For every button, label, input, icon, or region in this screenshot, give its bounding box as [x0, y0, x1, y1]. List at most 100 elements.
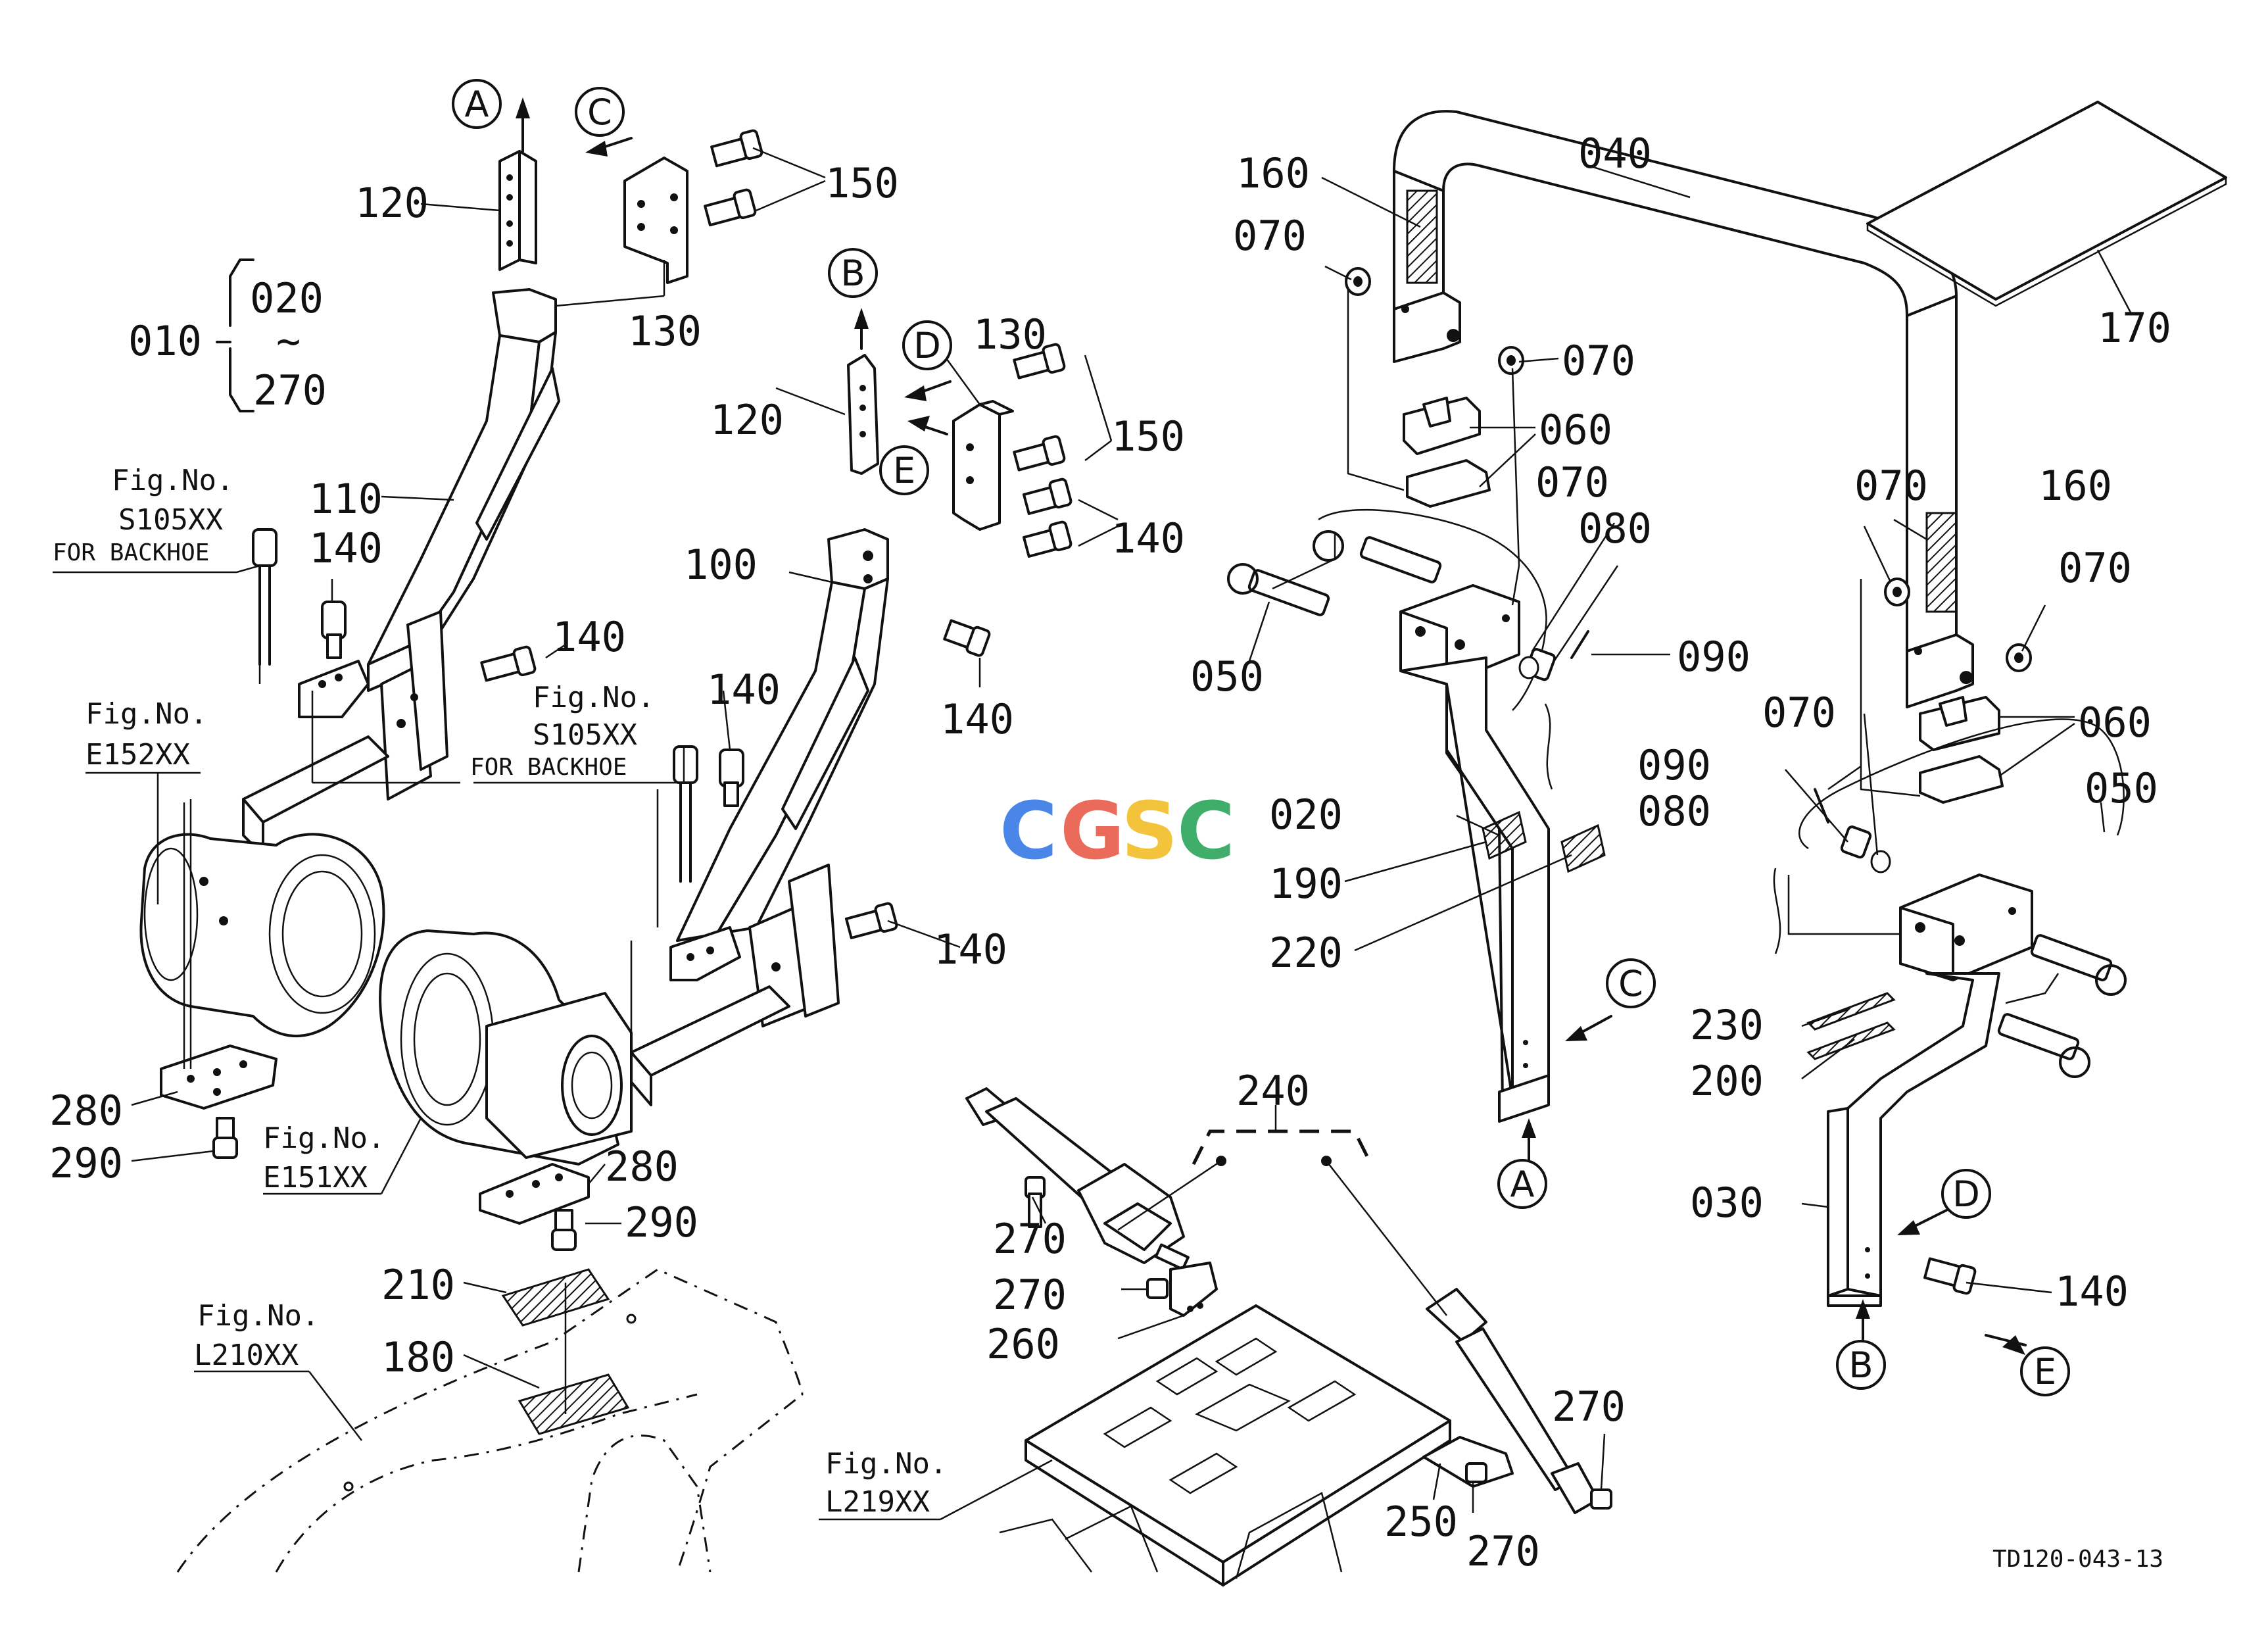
marker-c-top: C [587, 91, 612, 133]
seat-plate-l219 [999, 1304, 1451, 1586]
ref-s105-2-note: FOR BACKHOE [470, 754, 627, 781]
callout-180: 180 [381, 1333, 455, 1381]
callout-040: 040 [1578, 130, 1652, 178]
callout-140-e: 140 [707, 666, 781, 714]
callout-260: 260 [986, 1320, 1060, 1368]
marker-c-bottom: C [1618, 963, 1643, 1004]
ref-s105-1-note: FOR BACKHOE [53, 539, 209, 566]
callout-140-d: 140 [940, 695, 1014, 743]
callout-280-left: 280 [49, 1087, 123, 1135]
callout-050-b: 050 [2085, 764, 2158, 812]
callout-150-center: 150 [1111, 412, 1185, 460]
callout-070-e: 070 [2058, 544, 2132, 592]
marker-e-top: E [893, 450, 915, 491]
ref-e152-figno: Fig.No. [85, 697, 207, 731]
ref-s105-1-figno: Fig.No. [112, 464, 233, 497]
callout-050-a: 050 [1190, 652, 1264, 701]
ref-l210-code: L210XX [194, 1339, 299, 1372]
callout-070-c: 070 [1535, 458, 1609, 506]
range-bracket [216, 258, 254, 412]
callout-290-center: 290 [625, 1198, 698, 1246]
part-030-lower-post [1806, 873, 2033, 1307]
part-190-label [1482, 810, 1527, 860]
callout-070-b: 070 [1562, 337, 1635, 385]
fender-outline-l210 [176, 1268, 804, 1573]
axle-housing-e152 [139, 833, 385, 1159]
ref-e152-code: E152XX [85, 738, 190, 772]
callout-140-f: 140 [934, 925, 1007, 973]
ref-l210-figno: Fig.No. [197, 1299, 319, 1333]
drawing-code: TD120-043-13 [1992, 1546, 2163, 1573]
callout-labels: 120 150 130 020 ~ 270 010 110 140 140 12… [49, 130, 2171, 1575]
callout-270-b: 270 [993, 1215, 1067, 1263]
part-280-plate-left [160, 1045, 277, 1110]
marker-b-top: B [840, 253, 865, 294]
callout-290-left: 290 [49, 1139, 123, 1187]
marker-e-bottom: E [2034, 1351, 2056, 1392]
part-130-bracket-center [952, 403, 1001, 531]
callout-230: 230 [1690, 1001, 1764, 1049]
part-290-bolt-left [212, 1117, 238, 1159]
callout-080-b: 080 [1637, 787, 1711, 835]
watermark-cgsc: C G S C [1000, 786, 1235, 877]
center-upper-assembly [630, 308, 1073, 1106]
callout-060-a: 060 [1539, 406, 1612, 454]
seat-belt-240 [965, 1087, 1612, 1514]
callout-250: 250 [1384, 1498, 1458, 1546]
marker-a-bottom: A [1510, 1164, 1535, 1205]
backhoe-bolt-left [252, 528, 277, 666]
part-160-label-right [1925, 512, 1958, 613]
callout-140-c: 140 [1111, 514, 1185, 562]
callout-070-f: 070 [1762, 689, 1836, 737]
part-270-bolts [1025, 1176, 1612, 1510]
callout-160-right: 160 [2039, 462, 2112, 510]
callout-200: 200 [1690, 1057, 1764, 1105]
part-170-manual [1866, 101, 2227, 307]
watermark-letter-s: S [1121, 786, 1178, 877]
marker-d-top: D [913, 325, 941, 366]
watermark-letter-c2: C [1177, 786, 1235, 877]
part-100-post [630, 528, 889, 1106]
callout-110: 110 [309, 475, 383, 523]
part-020-lower-post [1399, 584, 1606, 1123]
part-120-plate-center [847, 354, 879, 475]
part-110-post [242, 288, 560, 856]
callout-270-e: 270 [1552, 1383, 1626, 1431]
watermark-letter-c1: C [1000, 786, 1057, 877]
callout-240: 240 [1236, 1067, 1310, 1115]
part-120-plate-left [498, 150, 521, 271]
marker-b-bottom: B [1848, 1344, 1873, 1386]
callout-130-left: 130 [628, 307, 702, 355]
part-230-label [1806, 992, 1896, 1031]
callout-280-center: 280 [605, 1143, 679, 1191]
circled-markers: A C B D E A C B D E [452, 79, 2070, 1396]
part-130-bracket-left [623, 157, 688, 284]
callout-270-c: 270 [993, 1271, 1067, 1319]
callout-160-left: 160 [1236, 149, 1310, 197]
part-220-label [1560, 823, 1606, 873]
backhoe-bolt-center [673, 745, 698, 883]
callout-090-b: 090 [1637, 741, 1711, 789]
part-150-bolts-center [1013, 343, 1066, 472]
callout-090-a: 090 [1677, 633, 1750, 681]
callout-070-d: 070 [1854, 462, 1928, 510]
callout-140-b: 140 [552, 613, 626, 661]
callout-130-center: 130 [973, 310, 1047, 358]
callout-140-g: 140 [2055, 1267, 2129, 1315]
ref-s105-1-code: S105XX [118, 503, 223, 537]
callout-170: 170 [2098, 304, 2171, 352]
callout-120-left: 120 [355, 179, 429, 227]
callout-210: 210 [381, 1261, 455, 1309]
part-180-label [518, 1373, 630, 1435]
marker-d-bottom: D [1952, 1173, 1980, 1215]
callout-060-b: 060 [2078, 699, 2152, 747]
part-150-bolts-left [704, 129, 763, 227]
leader-lines [53, 147, 2132, 1521]
left-upper-assembly [242, 97, 763, 856]
callout-120-center: 120 [710, 396, 784, 444]
callout-tilde: ~ [276, 317, 301, 365]
watermark-letter-g: G [1060, 786, 1125, 877]
ref-s105-2-code: S105XX [533, 718, 637, 752]
